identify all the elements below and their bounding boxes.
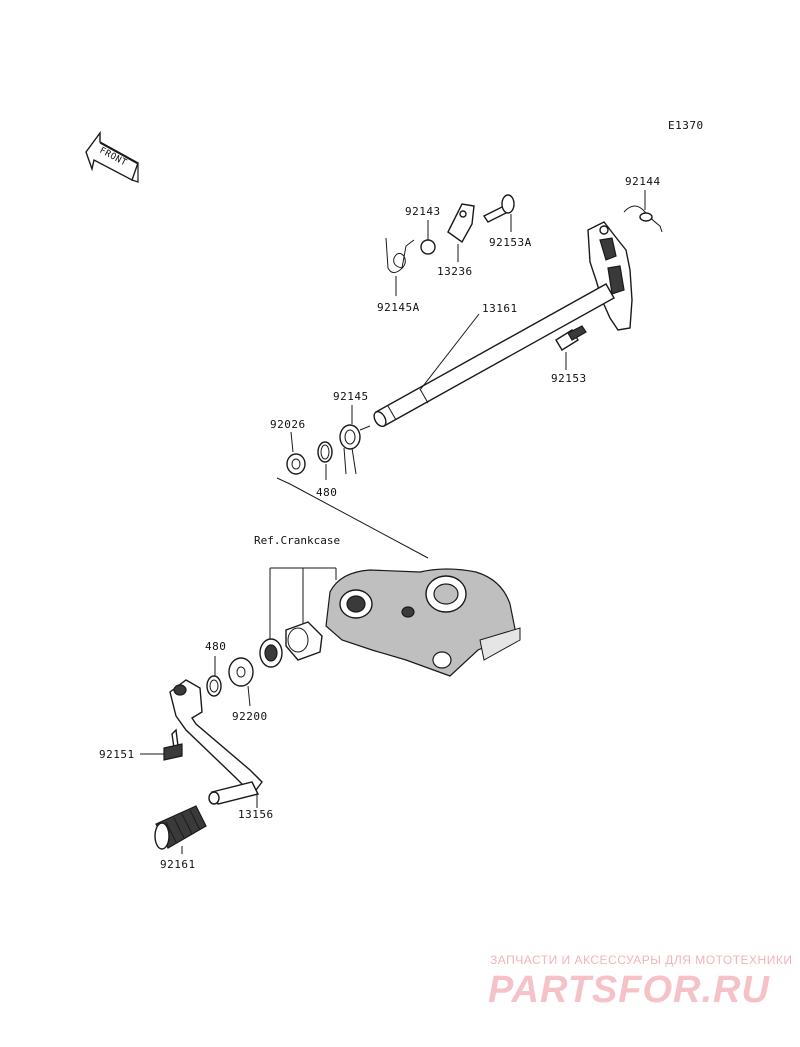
part-92144-spring (623, 190, 663, 233)
label-13161: 13161 (482, 302, 518, 315)
label-92151: 92151 (99, 748, 135, 761)
label-92200: 92200 (232, 710, 268, 723)
part-bearing (285, 621, 323, 661)
watermark-brand: PARTSFOR.RU (488, 969, 770, 1011)
part-480-lower-circlip (206, 656, 222, 697)
ref-bracket (269, 567, 337, 640)
part-92145A-spring (385, 237, 415, 296)
label-480-upper: 480 (316, 486, 337, 499)
leader-13161 (419, 313, 480, 391)
label-92143: 92143 (405, 205, 441, 218)
label-92161: 92161 (160, 858, 196, 871)
label-13236: 13236 (437, 265, 473, 278)
label-480-lower: 480 (205, 640, 226, 653)
label-92144: 92144 (625, 175, 661, 188)
part-92151-bolt (140, 728, 183, 761)
label-92153A: 92153A (489, 236, 532, 249)
part-13236-plate (447, 203, 475, 262)
label-92145: 92145 (333, 390, 369, 403)
watermark-tagline: ЗАПЧАСТИ И АКСЕССУАРЫ ДЛЯ МОТОТЕХНИКИ (490, 953, 792, 967)
part-92026-washer (286, 431, 306, 475)
front-arrow-icon: FRONT (85, 130, 139, 183)
crankcase-section (325, 568, 521, 677)
part-92153-bolt (555, 325, 587, 370)
part-shift-arm (587, 221, 633, 331)
assembly-line (276, 477, 429, 559)
part-92153A-bolt (482, 194, 515, 232)
part-13156-shift-pedal (169, 679, 263, 808)
part-oil-seal (259, 638, 283, 668)
part-92200-washer (228, 657, 254, 707)
ref-crankcase-label: Ref.Crankcase (254, 534, 340, 547)
label-92145A: 92145A (377, 301, 420, 314)
part-92161-rubber (154, 805, 207, 854)
part-480-upper-circlip (317, 441, 333, 480)
diagram-code: E1370 (668, 119, 704, 132)
label-92026: 92026 (270, 418, 306, 431)
part-92143-collar (420, 220, 436, 255)
label-92153: 92153 (551, 372, 587, 385)
label-13156: 13156 (238, 808, 274, 821)
part-13161-shaft (373, 283, 615, 428)
part-92145-spring (339, 405, 371, 475)
